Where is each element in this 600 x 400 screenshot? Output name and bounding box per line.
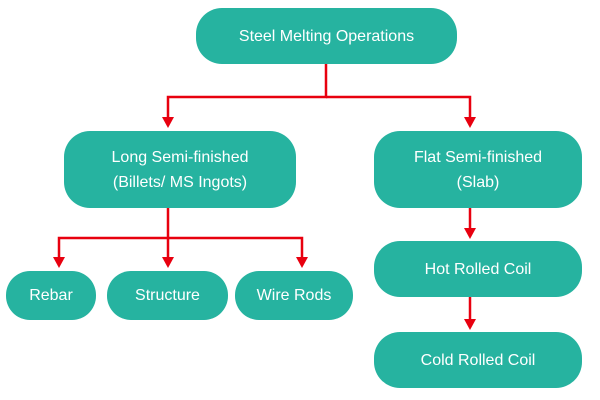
node-long-semi-finished: Long Semi-finished (Billets/ MS Ingots) (64, 131, 296, 208)
node-steel-melting-operations: Steel Melting Operations (196, 8, 457, 64)
node-label-line: Rebar (29, 287, 73, 304)
arrowhead-flat (464, 117, 476, 128)
node-cold-rolled-coil: Cold Rolled Coil (374, 332, 582, 388)
node-label-line: Flat Semi-finished (413, 148, 543, 166)
node-wire-rods: Wire Rods (235, 271, 353, 320)
connector-root-to-flat (326, 95, 472, 118)
node-label-line: Cold Rolled Coil (420, 351, 536, 369)
arrowhead-cold-rolled (464, 319, 476, 330)
connector-long-to-rebar (57, 208, 170, 258)
arrowhead-rebar (53, 257, 65, 268)
node-flat-semi-finished: Flat Semi-finished (Slab) (374, 131, 582, 208)
node-hot-rolled-coil: Hot Rolled Coil (374, 241, 582, 297)
arrowhead-hot-rolled (464, 228, 476, 239)
node-label-line: Long Semi-finished (111, 148, 249, 166)
node-label-line: (Billets/ MS Ingots) (112, 173, 248, 191)
connector-long-to-wire-rods (168, 236, 304, 258)
node-label-line: Hot Rolled Coil (424, 260, 532, 278)
node-structure: Structure (107, 271, 228, 320)
node-label-line: Structure (135, 287, 200, 304)
connector-root-to-long (166, 64, 328, 118)
node-label-line: (Slab) (456, 173, 500, 191)
node-label-line: Wire Rods (256, 287, 332, 304)
node-label-line: Steel Melting Operations (238, 27, 415, 45)
arrowhead-structure (162, 257, 174, 268)
arrowhead-wire-rods (296, 257, 308, 268)
arrowhead-long (162, 117, 174, 128)
node-rebar: Rebar (6, 271, 96, 320)
